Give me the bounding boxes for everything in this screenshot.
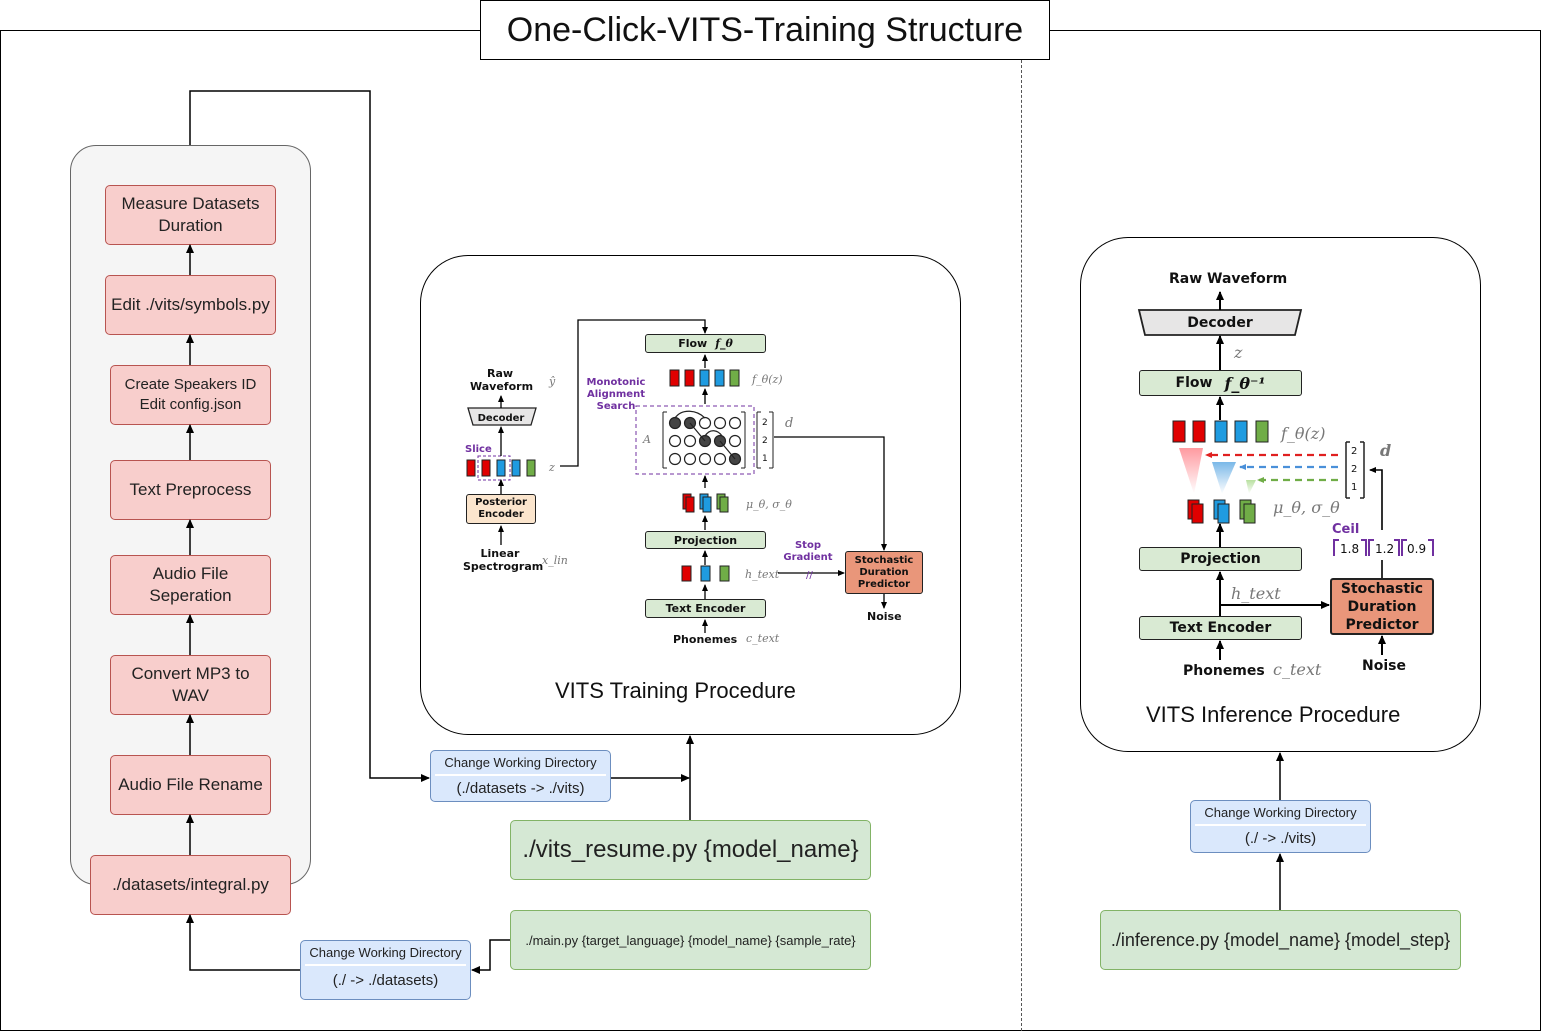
svg-text://: //: [806, 570, 813, 581]
inference-flow-box: Flow f_θ⁻¹: [1139, 370, 1302, 396]
step-audio-file-separation: Audio File Seperation: [110, 555, 271, 615]
training-f-theta-z: f_θ(z): [752, 373, 783, 386]
inference-phonemes-label: Phonemes: [1183, 663, 1265, 679]
training-a-label: A: [643, 433, 651, 446]
command-main: ./main.py {target_language} {model_name}…: [510, 910, 871, 970]
inference-ceil-value: 1.2: [1375, 542, 1395, 556]
step-create-speakers-id: Create Speakers ID Edit config.json: [110, 365, 271, 425]
inference-panel-label: VITS Inference Procedure: [1146, 702, 1401, 727]
training-flow-label: Flow: [678, 337, 708, 350]
training-z-label: z: [549, 461, 555, 474]
inference-mu-sigma: μ_θ, σ_θ: [1273, 498, 1340, 517]
training-phonemes-label: Phonemes: [673, 633, 738, 646]
training-projection-box: Projection: [645, 531, 766, 549]
command-inference: ./inference.py {model_name} {model_step}: [1100, 910, 1461, 970]
command-vits-resume: ./vits_resume.py {model_name}: [510, 820, 871, 880]
step-text-preprocess: Text Preprocess: [110, 460, 271, 520]
training-linear-spectrogram-label: Linear Spectrogram: [463, 547, 544, 573]
inference-decoder-label: Decoder: [1187, 315, 1253, 331]
cwd-separator: [1195, 824, 1366, 826]
inference-d-value: 1: [1351, 482, 1358, 493]
cwd-label: Change Working Directory: [444, 755, 597, 770]
inference-flow-label: Flow: [1175, 375, 1213, 391]
training-c-text: c_text: [746, 632, 780, 645]
inference-d-value: 2: [1351, 464, 1358, 475]
training-d-value: 2: [762, 436, 768, 446]
inference-raw-waveform-label: Raw Waveform: [1169, 271, 1288, 287]
training-slice-label: Slice: [465, 444, 492, 455]
cwd-label: Change Working Directory: [309, 945, 462, 960]
inference-ceil-value: 0.9: [1407, 542, 1427, 556]
inference-projection-box: Projection: [1139, 547, 1302, 571]
inference-d-value: 2: [1351, 446, 1358, 457]
training-posterior-encoder-box: Posterior Encoder: [466, 494, 536, 524]
training-raw-waveform-label: Raw Waveform: [470, 367, 534, 393]
inference-f-theta-z: f_θ(z): [1281, 424, 1326, 443]
inference-flow-symbol: f_θ⁻¹: [1224, 373, 1266, 393]
cwd-box-to-vits: Change Working Directory (./datasets -> …: [430, 750, 611, 802]
inference-d-label: d: [1380, 441, 1392, 460]
inference-c-text: c_text: [1273, 660, 1322, 679]
inference-noise-label: Noise: [1362, 658, 1406, 674]
inference-ceil-label: Ceil: [1332, 522, 1360, 537]
cwd-box-inference: Change Working Directory (./ -> ./vits): [1190, 800, 1371, 853]
training-sdp-box: Stochastic Duration Predictor: [845, 551, 923, 594]
training-d-label: d: [785, 416, 794, 431]
cwd-separator: [305, 964, 466, 966]
inference-z-label: z: [1234, 343, 1243, 362]
step-audio-file-rename: Audio File Rename: [110, 755, 271, 815]
cwd-path: (./datasets -> ./vits): [456, 780, 585, 797]
training-noise-label: Noise: [867, 610, 902, 623]
step-integral-script: ./datasets/integral.py: [90, 855, 291, 915]
diagram-title: One-Click-VITS-Training Structure: [480, 0, 1050, 60]
inference-text-encoder-box: Text Encoder: [1139, 616, 1302, 640]
training-mas-label: Monotonic Alignment Search: [586, 377, 646, 412]
training-text-encoder-box: Text Encoder: [645, 599, 766, 618]
training-mu-sigma: μ_θ, σ_θ: [746, 498, 792, 511]
inference-sdp-box: Stochastic Duration Predictor: [1330, 578, 1434, 635]
training-decoder-label: Decoder: [478, 413, 525, 424]
training-stop-gradient: Stop Gradient: [783, 540, 833, 563]
cwd-separator: [435, 774, 606, 776]
step-edit-symbols: Edit ./vits/symbols.py: [105, 275, 276, 335]
training-panel-label: VITS Training Procedure: [555, 678, 796, 703]
cwd-label: Change Working Directory: [1204, 805, 1357, 820]
inference-ceil-value: 1.8: [1340, 542, 1360, 556]
cwd-box-to-datasets: Change Working Directory (./ -> ./datase…: [300, 940, 471, 1000]
training-flow-box: Flow f_θ: [645, 334, 766, 353]
pipeline-arrows: [186, 90, 1284, 974]
training-y-hat: ŷ: [549, 375, 556, 388]
inference-diagram-shapes: Decoder: [1137, 291, 1434, 660]
cwd-path: (./ -> ./vits): [1244, 830, 1317, 847]
cwd-path: (./ -> ./datasets): [332, 972, 439, 989]
training-flow-symbol: f_θ: [715, 337, 733, 350]
step-measure-datasets-duration: Measure Datasets Duration: [105, 185, 276, 245]
training-h-text: h_text: [745, 568, 780, 581]
training-d-value: 1: [762, 454, 768, 464]
training-d-value: 2: [762, 418, 768, 428]
training-diagram-shapes: Decoder: [466, 319, 887, 633]
training-x-lin: x_lin: [542, 554, 568, 567]
inference-h-text: h_text: [1231, 584, 1281, 603]
section-divider: [1021, 60, 1022, 1031]
